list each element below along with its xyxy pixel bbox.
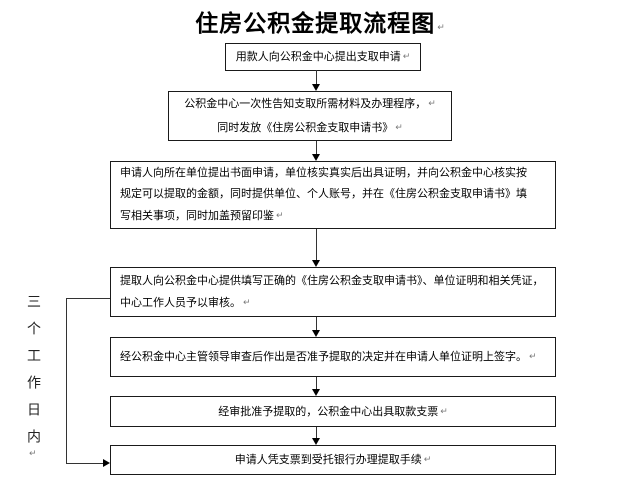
arrow-down-icon [312, 438, 320, 445]
return-mark-icon: ↵ [276, 210, 284, 220]
arrow-connector-2 [316, 141, 317, 155]
arrow-right-icon [103, 459, 110, 467]
flow-step-1-text: 用款人向公积金中心提出支取申请↵ [235, 51, 411, 63]
return-mark-icon: ↵ [428, 98, 436, 108]
flow-step-6-text: 经审批准予提取的，公积金中心出具取款支票↵ [218, 405, 448, 418]
return-mark-icon: ↵ [437, 22, 446, 32]
page-title: 住房公积金提取流程图↵ [0, 4, 641, 38]
arrow-down-icon [312, 84, 320, 91]
arrow-connector-3 [316, 229, 317, 261]
arrow-connector-6 [316, 427, 317, 439]
flow-step-4-line-1: 提取人向公积金中心提供填写正确的《住房公积金支取申请书》、单位证明和相关凭证， [120, 274, 544, 287]
flow-step-3-line-1: 申请人向所在单位提出书面申请，单位核实真实后出具证明，并向公积金中心核实按 [120, 167, 527, 179]
return-mark-icon: ↵ [243, 296, 251, 307]
flow-step-1: 用款人向公积金中心提出支取申请↵ [225, 43, 421, 71]
return-mark-icon: ↵ [29, 448, 37, 458]
side-label-three-working-days: 三个工作日内 [26, 294, 42, 456]
flow-step-5-text: 经公积金中心主管领导审查后作出是否准予提取的决定并在申请人单位证明上签字。↵ [120, 351, 537, 363]
return-mark-icon: ↵ [402, 51, 411, 61]
arrow-connector-1 [316, 70, 317, 85]
arrow-connector-5 [316, 377, 317, 390]
flow-step-4-line-2: 中心工作人员予以审核。↵ [120, 296, 251, 309]
flow-step-3: 申请人向所在单位提出书面申请，单位核实真实后出具证明，并向公积金中心核实按 规定… [110, 161, 556, 229]
flow-step-5: 经公积金中心主管领导审查后作出是否准予提取的决定并在申请人单位证明上签字。↵ [110, 337, 556, 377]
page-title-text: 住房公积金提取流程图 [195, 10, 436, 36]
return-mark-icon: ↵ [529, 351, 537, 361]
flow-step-7-text: 申请人凭支票到受托银行办理提取手续↵ [234, 454, 432, 466]
bracket-line-bottom [66, 463, 103, 464]
arrow-connector-4 [316, 317, 317, 331]
bracket-line-top [66, 298, 110, 299]
bracket-line-vertical [66, 298, 67, 464]
return-mark-icon: ↵ [440, 405, 448, 416]
return-mark-icon: ↵ [395, 122, 403, 132]
flow-step-2: 公积金中心一次性告知支取所需材料及办理程序，↵ 同时发放《住房公积金支取申请书》… [168, 91, 452, 141]
flow-step-2-line-1: 公积金中心一次性告知支取所需材料及办理程序，↵ [184, 98, 436, 110]
flow-step-4: 提取人向公积金中心提供填写正确的《住房公积金支取申请书》、单位证明和相关凭证， … [110, 267, 556, 317]
arrow-down-icon [312, 154, 320, 161]
flow-step-3-line-2: 规定可以提取的金额，同时提供单位、个人账号，并在《住房公积金支取申请书》填 [120, 188, 527, 200]
flow-step-6: 经审批准予提取的，公积金中心出具取款支票↵ [110, 396, 556, 427]
arrow-down-icon [312, 389, 320, 396]
arrow-down-icon [312, 260, 320, 267]
flow-step-7: 申请人凭支票到受托银行办理提取手续↵ [110, 445, 556, 475]
arrow-down-icon [312, 330, 320, 337]
flow-step-2-line-2: 同时发放《住房公积金支取申请书》↵ [217, 122, 403, 134]
return-mark-icon: ↵ [423, 454, 432, 464]
flow-step-3-line-3: 写相关事项，同时加盖预留印鉴↵ [120, 210, 284, 222]
